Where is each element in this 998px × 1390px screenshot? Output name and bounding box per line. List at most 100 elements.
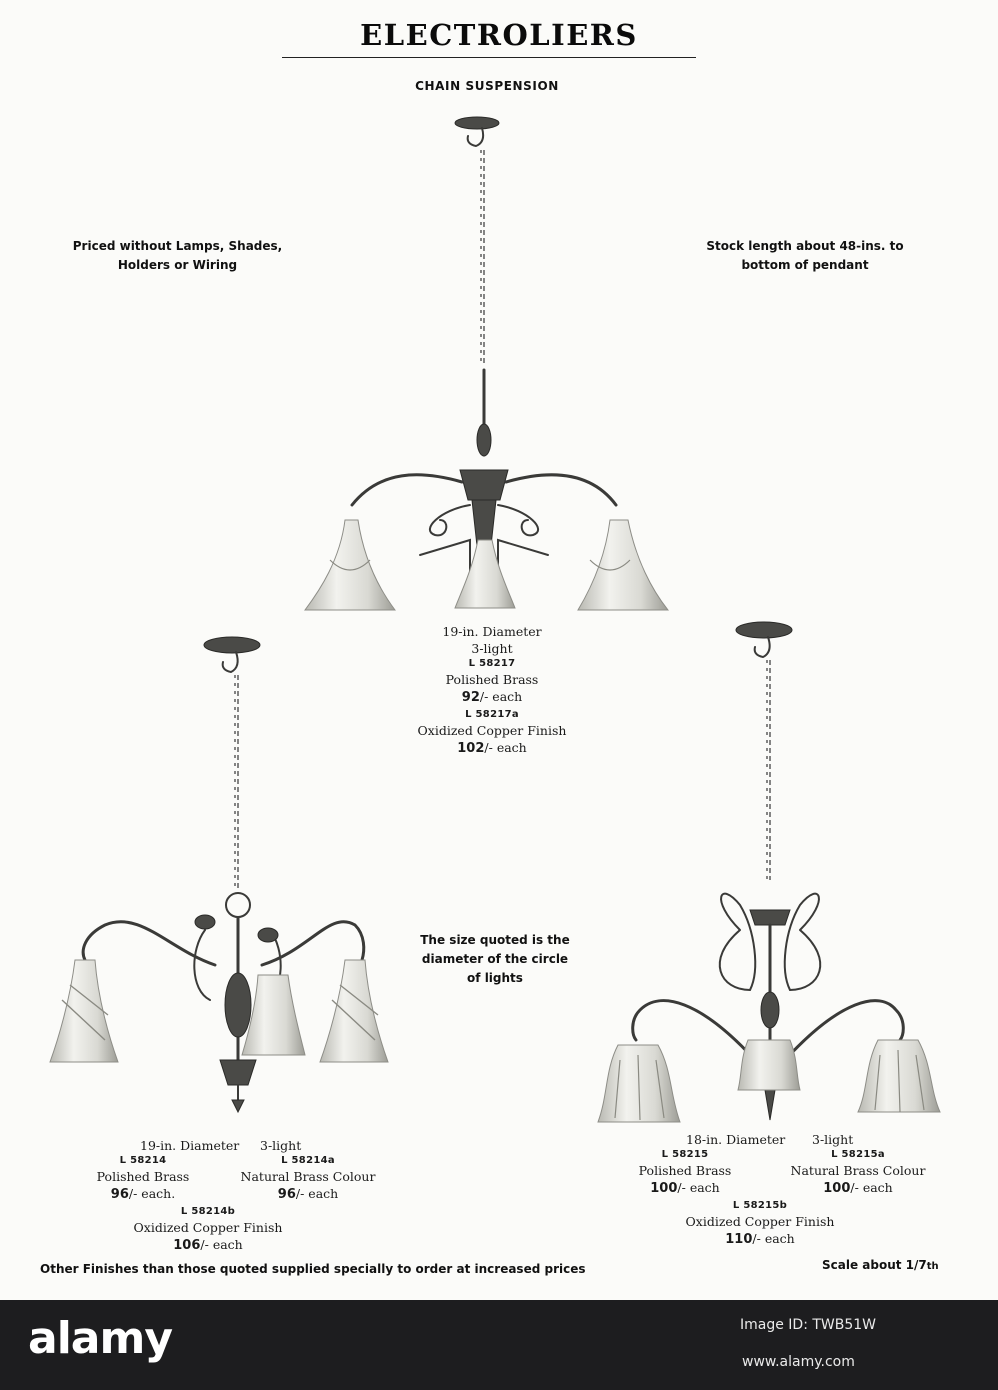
price: 102/- each — [392, 739, 592, 757]
finish-label: Polished Brass — [638, 1163, 732, 1178]
lights-label: 3-light — [471, 641, 513, 656]
arm-left — [81, 920, 217, 967]
price-unit: /- each — [677, 1180, 720, 1195]
ceiling-hook — [753, 636, 771, 659]
body-base — [219, 1059, 257, 1086]
shade-etching — [329, 559, 631, 571]
arm-right — [783, 999, 905, 1062]
price-value: 100 — [823, 1181, 851, 1196]
note-size-line: of lights — [467, 971, 523, 985]
scroll-cap — [194, 914, 216, 930]
price-value: 100 — [650, 1181, 678, 1196]
variant-oxidized-copper: L 58214b Oxidized Copper Finish 106/- ea… — [78, 1205, 338, 1254]
electrolier-top-illustration — [304, 116, 670, 611]
scroll-left — [428, 504, 471, 537]
price-unit: /- each — [479, 689, 523, 704]
arm-right — [504, 473, 618, 507]
price: 110/- each — [610, 1230, 910, 1248]
price: 96/- each. — [68, 1185, 218, 1203]
electrolier-left-illustration — [49, 636, 389, 1114]
finish-label: Oxidized Copper Finish — [685, 1214, 835, 1229]
variant-natural-brass: L 58214a Natural Brass Colour 96/- each — [228, 1154, 388, 1203]
lights-label: 3-light — [260, 1138, 302, 1153]
arm-left — [350, 473, 464, 507]
footer-note: Other Finishes than those quoted supplie… — [40, 1262, 586, 1276]
lights-label: 3-light — [812, 1132, 854, 1147]
price-unit: /- each — [295, 1186, 339, 1201]
price-unit: /- each. — [128, 1186, 176, 1201]
product-code: L 58214a — [281, 1155, 335, 1166]
ceiling-rose — [735, 621, 793, 639]
title-rule — [282, 57, 696, 58]
watermark-site: www.alamy.com — [742, 1354, 855, 1370]
shade-left — [304, 519, 396, 611]
finish-label: Polished Brass — [96, 1169, 190, 1184]
price-value: 102 — [457, 741, 485, 756]
finish-label: Natural Brass Colour — [790, 1163, 926, 1178]
variant-polished-brass: L 58214 Polished Brass 96/- each. — [68, 1154, 218, 1203]
price: 92/- each — [392, 688, 592, 706]
price-unit: /- each — [200, 1237, 243, 1252]
product-code: L 58215 — [661, 1149, 709, 1160]
scroll-cap — [257, 927, 279, 943]
price: 100/- each — [778, 1179, 938, 1197]
leaf-scroll-right — [783, 892, 822, 992]
note-pricing-line: Holders or Wiring — [117, 258, 238, 272]
finish-label: Oxidized Copper Finish — [417, 723, 567, 738]
leaf-scroll-left — [718, 892, 757, 992]
product-code: L 58214 — [119, 1155, 167, 1166]
image-id: Image ID: TWB51W — [740, 1317, 877, 1333]
shade-swirl — [61, 984, 379, 1041]
product-code: L 58217 — [468, 658, 516, 669]
note-stock-length: Stock length about 48-ins. to bottom of … — [670, 237, 940, 275]
note-size-line: The size quoted is the — [420, 933, 570, 947]
scroll-right — [497, 504, 540, 537]
shade-right — [577, 519, 670, 611]
price-value: 110 — [725, 1232, 753, 1247]
caption-right-variants: L 58215 Polished Brass 100/- each L 5821… — [610, 1148, 940, 1199]
price: 100/- each — [610, 1179, 760, 1197]
ceiling-hook — [221, 651, 239, 674]
note-size: The size quoted is the diameter of the c… — [395, 931, 595, 988]
stem-knop — [476, 423, 492, 457]
caption-left-header: 19-in. Diameter 3-light — [78, 1137, 408, 1154]
price-unit: /- each — [752, 1231, 795, 1246]
note-pricing-line: Priced without Lamps, Shades, — [72, 239, 283, 253]
scale-suffix: th — [926, 1261, 939, 1272]
price-value: 96 — [110, 1187, 129, 1202]
watermark-logo: alamy — [28, 1313, 173, 1364]
note-pricing: Priced without Lamps, Shades, Holders or… — [50, 237, 305, 275]
diameter-label: 19-in. Diameter — [140, 1138, 240, 1153]
stem-knop — [760, 991, 780, 1029]
ceiling-rose — [203, 636, 261, 654]
product-code: L 58214b — [180, 1206, 236, 1217]
caption-left-variants: L 58214 Polished Brass 96/- each. L 5821… — [78, 1154, 408, 1205]
shade-ribbing — [614, 1049, 925, 1121]
price-unit: /- each — [484, 740, 527, 755]
body-urn — [224, 972, 252, 1038]
finial-tip — [231, 1099, 245, 1114]
shade-centre — [737, 1039, 801, 1091]
electrolier-right-illustration — [597, 621, 941, 1123]
price-value: 92 — [461, 690, 480, 705]
note-stock-line: bottom of pendant — [741, 258, 869, 272]
scale-note: Scale about 1/7th — [822, 1258, 939, 1272]
note-stock-line: Stock length about 48-ins. to — [706, 239, 904, 253]
caption-right: 18-in. Diameter 3-light L 58215 Polished… — [610, 1131, 940, 1248]
shade-centre — [454, 539, 516, 609]
finish-label: Polished Brass — [445, 672, 539, 687]
arm-right — [260, 920, 366, 967]
catalogue-page: ELECTROLIERS CHAIN SUSPENSION Priced wit… — [40, 18, 941, 1276]
price-value: 106 — [173, 1238, 201, 1253]
price-unit: /- each — [850, 1180, 893, 1195]
finish-label: Natural Brass Colour — [240, 1169, 376, 1184]
watermark-band — [0, 1300, 998, 1390]
variant-oxidized-copper: L 58215b Oxidized Copper Finish 110/- ea… — [610, 1199, 910, 1248]
scale-label: Scale about 1/7 — [822, 1258, 927, 1272]
diameter-label: 18-in. Diameter — [686, 1132, 786, 1147]
page-subtitle: CHAIN SUSPENSION — [415, 79, 559, 93]
price: 106/- each — [78, 1236, 338, 1254]
caption-top: 19-in. Diameter 3-light L 58217 Polished… — [392, 623, 592, 757]
ceiling-hook — [466, 127, 485, 148]
ceiling-rose — [454, 116, 500, 130]
